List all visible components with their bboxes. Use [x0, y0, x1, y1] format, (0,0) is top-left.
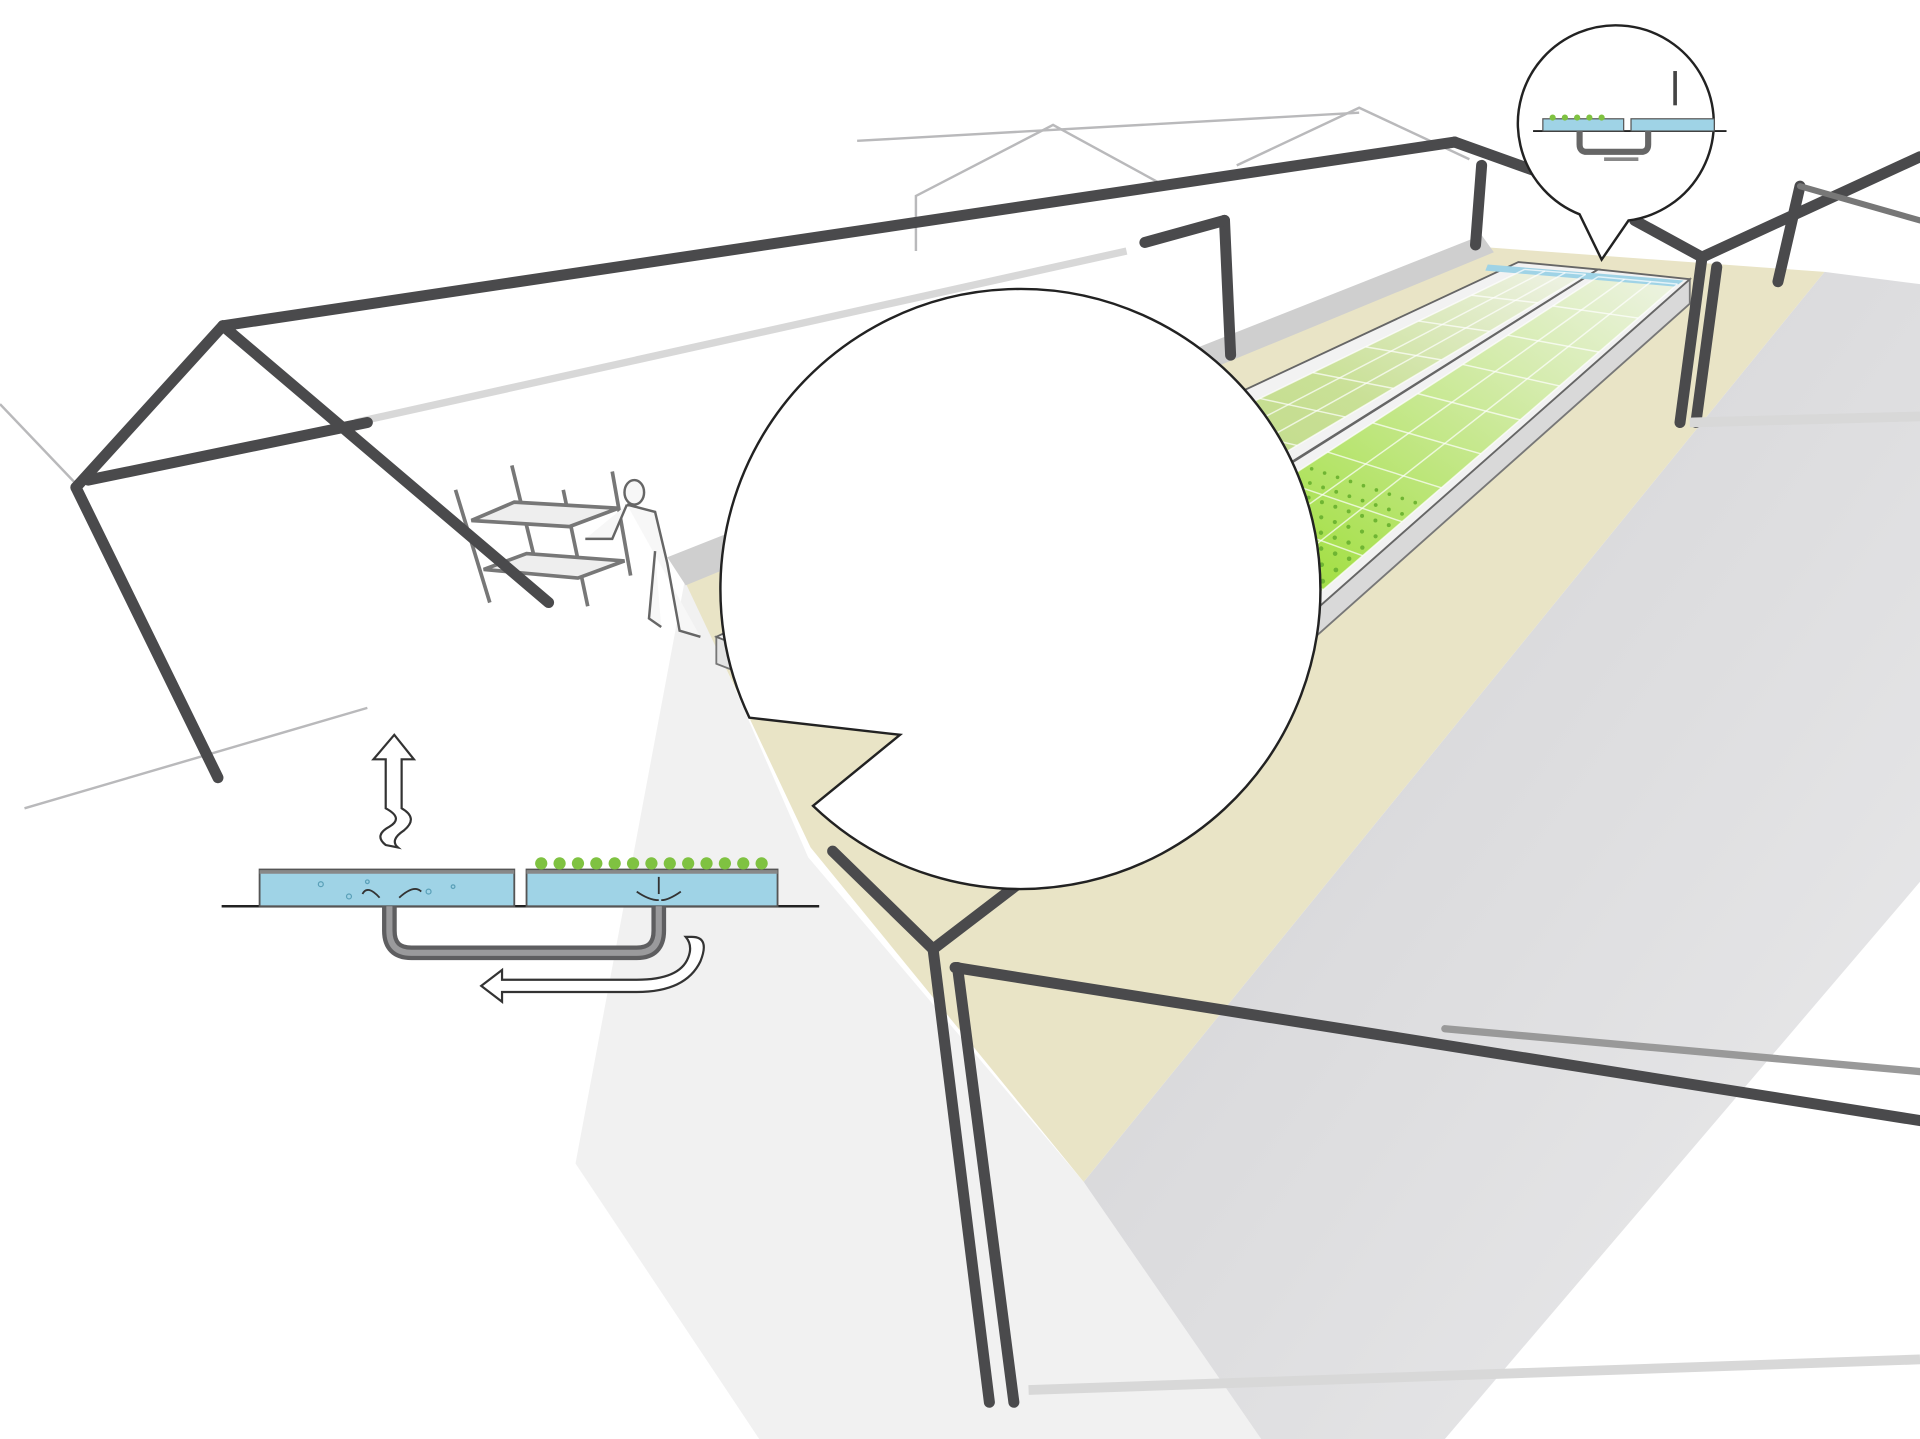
- raft-line: [1365, 346, 1442, 361]
- plant: [1387, 492, 1392, 496]
- raft-line: [1372, 422, 1481, 455]
- plant: [1360, 545, 1365, 550]
- raft-line: [1418, 320, 1490, 333]
- raft-line: [1417, 392, 1521, 421]
- frame-shadows: [1028, 411, 1920, 1395]
- plant: [1332, 551, 1338, 556]
- plant: [553, 857, 566, 870]
- callout-plants: [535, 857, 768, 870]
- raft-line: [1462, 363, 1560, 387]
- plant: [1346, 524, 1351, 529]
- plant: [737, 857, 750, 870]
- plant: [1307, 481, 1312, 485]
- flow-arrow-icon: [479, 935, 705, 1005]
- plant: [1346, 556, 1352, 562]
- plant: [571, 857, 585, 870]
- plant: [1321, 485, 1325, 490]
- plant: [1400, 511, 1404, 516]
- plant: [1333, 504, 1338, 509]
- raft-line: [1471, 294, 1538, 304]
- ground-shadow-left: [575, 575, 1262, 1439]
- worker-figure: [585, 478, 701, 639]
- plant: [1333, 567, 1339, 573]
- plant: [1360, 513, 1365, 518]
- plant: [700, 857, 713, 870]
- plant: [682, 857, 695, 870]
- evaporation-arrow-icon: [371, 733, 417, 850]
- raft-line: [1524, 268, 1586, 276]
- plant: [663, 857, 676, 870]
- plant: [1373, 518, 1378, 523]
- plant: [1413, 500, 1418, 505]
- raft-line: [1327, 451, 1442, 489]
- callout-left-tank: [258, 868, 516, 908]
- raft-line: [1552, 305, 1639, 319]
- plant: [1319, 515, 1324, 520]
- plant: [1346, 509, 1351, 514]
- plant: [1332, 535, 1337, 540]
- plant: [1319, 500, 1324, 505]
- ground-shadow: [1083, 271, 1920, 1439]
- plant: [535, 857, 548, 870]
- plant: [645, 857, 658, 870]
- raft-line: [1507, 334, 1599, 353]
- raft-line: [1259, 397, 1346, 418]
- plant: [718, 857, 732, 870]
- plant: [1374, 488, 1379, 492]
- plant: [1346, 540, 1351, 545]
- plant: [1373, 503, 1378, 507]
- plant: [1318, 530, 1324, 535]
- plant: [1334, 489, 1339, 494]
- plant: [1347, 494, 1352, 499]
- plant: [1335, 475, 1340, 480]
- plant: [1332, 519, 1337, 525]
- plant: [1318, 546, 1324, 551]
- raft-line: [1312, 371, 1394, 390]
- detail-callout-large: [221, 287, 1322, 1005]
- plant: [755, 857, 768, 870]
- plant: [1386, 523, 1391, 528]
- raft-line: [1597, 276, 1678, 285]
- plant: [1386, 507, 1391, 512]
- greenhouse-frame: [70, 136, 1920, 1408]
- plant: [1322, 471, 1327, 475]
- plant: [1400, 496, 1405, 501]
- plant: [1309, 466, 1314, 471]
- plant: [1361, 483, 1366, 488]
- plant: [1360, 498, 1365, 503]
- plant: [590, 857, 603, 870]
- detail-callout-small: [1516, 24, 1727, 263]
- plant: [626, 857, 640, 870]
- plant: [1373, 534, 1378, 539]
- plant: [1348, 479, 1353, 484]
- plant: [608, 857, 621, 870]
- plant: [1359, 529, 1365, 534]
- callout-right-tank: [525, 868, 779, 908]
